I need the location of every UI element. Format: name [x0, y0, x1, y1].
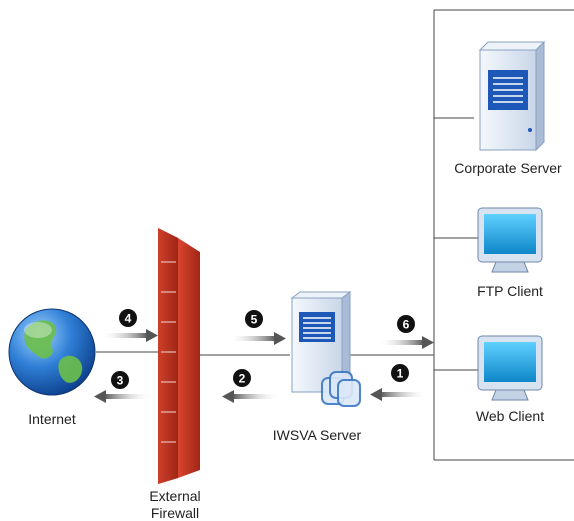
corporate-server-label: Corporate Server	[454, 160, 562, 176]
arrow-step-5	[228, 332, 286, 345]
step-badge-4: 4	[119, 309, 137, 327]
svg-text:6: 6	[403, 318, 410, 332]
firewall-label-line2: Firewall	[150, 505, 200, 521]
step-badge-5: 5	[245, 310, 263, 328]
connection-lines	[96, 351, 434, 356]
web-client-label: Web Client	[475, 408, 545, 424]
server-with-shield-icon	[290, 291, 361, 407]
globe-icon	[8, 308, 96, 396]
step-badge-3: 3	[111, 371, 129, 389]
arrow-step-2	[222, 390, 280, 403]
step-badge-6: 6	[397, 315, 415, 333]
arrow-step-4	[100, 329, 158, 342]
tower-server-icon	[478, 40, 546, 152]
arrow-step-3	[94, 390, 152, 403]
svg-text:5: 5	[251, 313, 258, 327]
svg-text:1: 1	[397, 367, 404, 381]
internet-label: Internet	[28, 411, 76, 427]
firewall-icon	[158, 228, 200, 484]
corporate-network-bracket	[433, 9, 574, 461]
ftp-client-label: FTP Client	[477, 283, 543, 299]
svg-text:3: 3	[117, 374, 124, 388]
arrow-step-6	[378, 336, 434, 349]
svg-text:4: 4	[125, 312, 132, 326]
step-badge-1: 1	[391, 364, 409, 382]
step-badge-2: 2	[233, 369, 251, 387]
svg-text:2: 2	[239, 372, 246, 386]
step-badges: 4 3 5 2 6 1	[111, 309, 415, 389]
iwsva-server-label: IWSVA Server	[272, 427, 362, 443]
monitor-icon	[477, 207, 543, 273]
firewall-label-line1: External	[149, 488, 201, 504]
flow-arrows	[94, 329, 434, 403]
monitor-icon	[477, 335, 543, 401]
arrow-step-1	[370, 388, 428, 401]
